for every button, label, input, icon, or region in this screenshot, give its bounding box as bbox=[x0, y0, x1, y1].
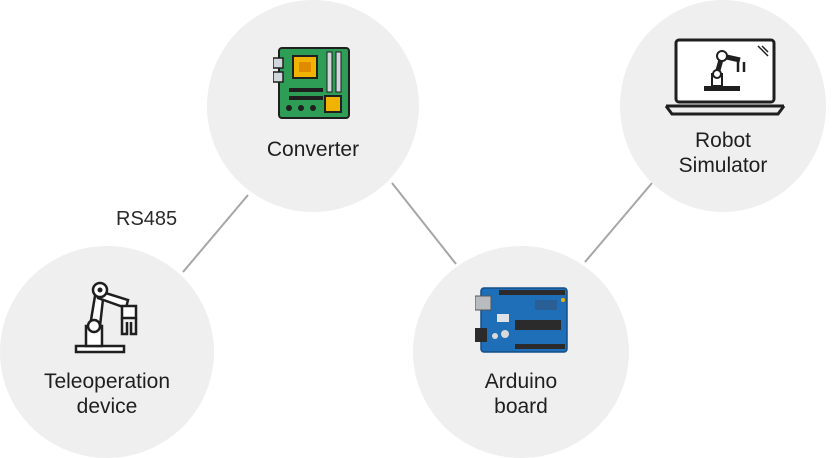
arduino-board-node: Arduino board bbox=[413, 246, 629, 458]
converter-node: Converter bbox=[207, 0, 419, 212]
arduino-board-icon bbox=[475, 287, 568, 353]
robot-simulator-label-line1: Robot bbox=[694, 129, 752, 152]
edge-converter-arduino bbox=[391, 182, 457, 265]
arduino-label-line1: Arduino bbox=[484, 370, 558, 393]
robot-simulator-node: Robot Simulator bbox=[620, 0, 826, 212]
laptop-robot-icon bbox=[664, 38, 786, 116]
teleoperation-device-node: Teleoperation device bbox=[0, 246, 214, 458]
circuit-board-icon bbox=[273, 47, 350, 119]
edge-arduino-simulator bbox=[584, 182, 653, 263]
robot-simulator-label-line2: Simulator bbox=[678, 154, 768, 177]
teleoperation-label-line1: Teleoperation bbox=[43, 370, 171, 393]
edge-label-rs485: RS485 bbox=[116, 208, 178, 230]
edge-teleoperation-converter bbox=[182, 194, 249, 273]
converter-label: Converter bbox=[266, 138, 360, 161]
teleoperation-label-line2: device bbox=[76, 395, 138, 418]
robot-arm-icon bbox=[74, 281, 138, 354]
arduino-label-line2: board bbox=[494, 395, 548, 418]
